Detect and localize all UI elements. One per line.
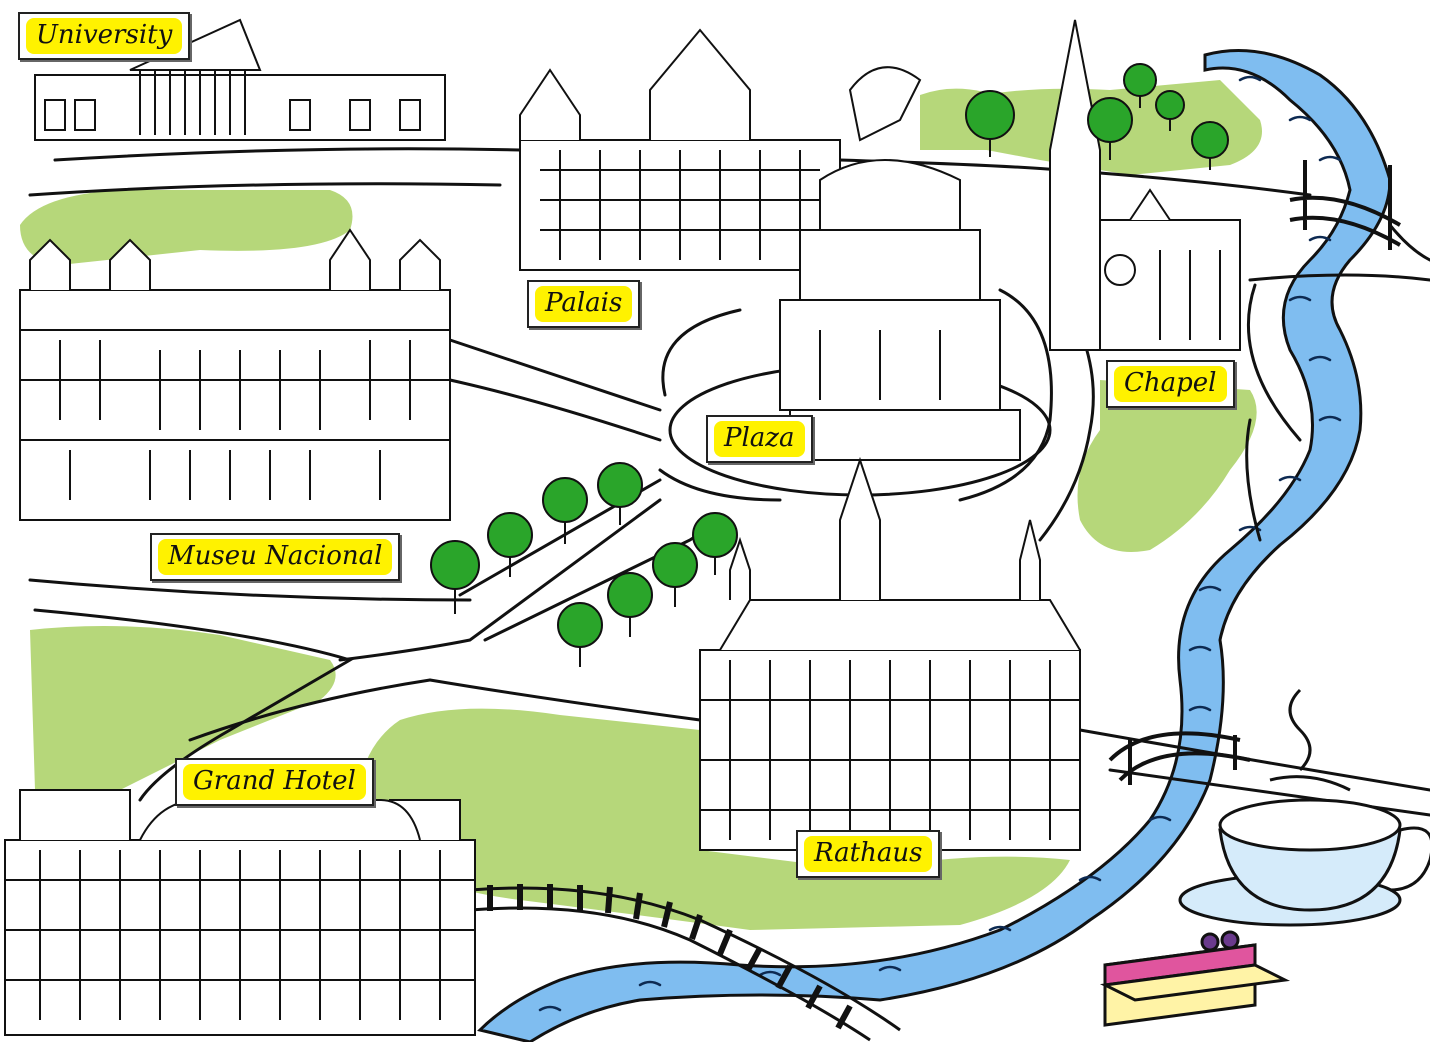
label-palais-text: Palais: [535, 286, 633, 322]
bridge-north: [1289, 160, 1402, 250]
tree-icon: [557, 602, 603, 667]
label-plaza: Plaza: [706, 415, 813, 463]
tree-icon: [1087, 97, 1133, 160]
building-grand-hotel: [4, 789, 476, 1036]
park-museum: [20, 190, 353, 265]
tree-icon: [652, 542, 698, 607]
building-museu: [19, 228, 451, 521]
label-palais: Palais: [527, 280, 641, 328]
bridges: [1108, 160, 1402, 785]
tree-icon: [965, 90, 1015, 157]
tree-icon: [487, 512, 533, 577]
label-museu-nacional: Museu Nacional: [150, 533, 401, 581]
building-chapel: [1049, 19, 1241, 351]
bridge-south: [1108, 731, 1251, 785]
label-rathaus: Rathaus: [796, 830, 941, 878]
building-plaza-monument: [779, 66, 1021, 461]
tree-icon: [607, 572, 653, 637]
tree-icon: [692, 512, 738, 575]
tree-icon: [430, 540, 480, 614]
label-university-text: University: [26, 18, 183, 54]
tree-icon: [1123, 63, 1157, 108]
label-museu-nacional-text: Museu Nacional: [158, 539, 393, 575]
tree-icon: [1155, 90, 1185, 131]
tree-icon: [542, 477, 588, 544]
label-grand-hotel: Grand Hotel: [175, 758, 374, 806]
park-grandhotel: [30, 626, 336, 790]
cake-slice-icon: [1099, 930, 1291, 1027]
coffee-cup-icon: [1178, 688, 1430, 927]
label-rathaus-text: Rathaus: [804, 836, 933, 872]
label-chapel: Chapel: [1106, 360, 1235, 408]
label-university: University: [18, 12, 191, 60]
tree-icon: [1191, 121, 1229, 170]
river-ripples: [538, 75, 1342, 1012]
label-plaza-text: Plaza: [714, 421, 805, 457]
building-palais: [519, 28, 841, 271]
tree-icon: [597, 462, 643, 525]
label-chapel-text: Chapel: [1114, 366, 1227, 402]
label-grand-hotel-text: Grand Hotel: [183, 764, 366, 800]
railway: [469, 884, 901, 1042]
trees: [430, 63, 1229, 667]
park-chapel-south: [1077, 380, 1257, 552]
building-university: [34, 18, 446, 141]
building-rathaus: [699, 456, 1081, 851]
